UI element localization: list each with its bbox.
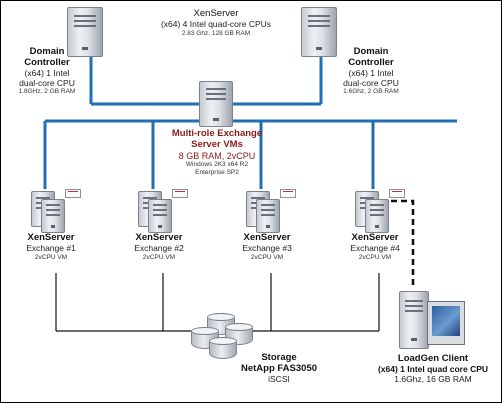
exchange-1-label: XenServer Exchange #1 2vCPU VM xyxy=(11,232,91,261)
exchange-4-label: XenServer Exchange #4 2vCPU VM xyxy=(335,232,415,261)
storage-model: NetApp FAS3050 xyxy=(240,362,318,374)
server-tower-icon xyxy=(199,81,233,127)
exchange-node-2 xyxy=(136,187,198,233)
server-tower-icon xyxy=(41,199,65,233)
exchange-3-label: XenServer Exchange #3 2vCPU VM xyxy=(227,232,307,261)
loadgen-title: LoadGen Client xyxy=(397,353,469,364)
storage-title: Storage xyxy=(261,352,297,363)
xenserver-host-spec-1: (x64) 4 Intel quad-core CPUs xyxy=(160,18,272,29)
loadgen-label: LoadGen Client (x64) 1 Intel quad core C… xyxy=(365,353,501,384)
loadgen-spec-2: 1.6Ghz, 16 GB RAM xyxy=(394,373,472,384)
loadgen-spec-1: (x64) 1 Intel quad core CPU xyxy=(377,363,489,374)
exchange-1-title: XenServer xyxy=(27,232,75,243)
exchange-2-subtitle: Exchange #2 xyxy=(134,242,184,253)
exchange-node-4 xyxy=(353,187,415,233)
server-tower-icon xyxy=(148,199,172,233)
storage-disks-icon xyxy=(189,313,261,365)
mail-icon xyxy=(172,189,188,198)
exchange-1-subtitle: Exchange #1 xyxy=(26,242,76,253)
dc-right-spec-2: dual-core CPU xyxy=(343,77,399,88)
domain-controller-left xyxy=(61,5,113,57)
server-tower-icon xyxy=(67,7,103,57)
monitor-icon xyxy=(427,301,465,345)
exchange-2-label: XenServer Exchange #2 2vCPU VM xyxy=(119,232,199,261)
xenserver-host-title: XenServer xyxy=(193,8,239,19)
exchange-node-3 xyxy=(244,187,306,233)
exchange-center-label: Multi-role Exchange Server VMs 8 GB RAM,… xyxy=(152,128,282,176)
dc-right-spec-1: (x64) 1 Intel xyxy=(348,67,394,78)
workstation-icon xyxy=(397,287,469,353)
exchange-4-title: XenServer xyxy=(351,232,399,243)
dc-left-title-1: Domain xyxy=(29,46,65,57)
exchange-4-spec: 2vCPU VM xyxy=(358,253,392,261)
exchange-1-spec: 2vCPU VM xyxy=(34,253,68,261)
exchange-3-subtitle: Exchange #3 xyxy=(242,242,292,253)
monitor-screen xyxy=(432,306,460,336)
exchange-4-subtitle: Exchange #4 xyxy=(350,242,400,253)
dc-left-spec-2: dual-core CPU xyxy=(19,77,75,88)
exchange-center-title-1: Multi-role Exchange xyxy=(171,128,263,139)
exchange-center-title-2: Server VMs xyxy=(191,138,243,150)
loadgen-link xyxy=(391,199,415,289)
storage-label: Storage NetApp FAS3050 iSCSI xyxy=(229,352,329,385)
mail-icon xyxy=(389,189,405,198)
mail-icon xyxy=(280,189,296,198)
dc-left-spec-3: 1.8GHz, 2 GB RAM xyxy=(18,88,76,96)
domain-controller-right-label: Domain Controller (x64) 1 Intel dual-cor… xyxy=(331,46,411,96)
exchange-center-spec-1: 8 GB RAM, 2vCPU xyxy=(178,150,256,161)
dc-left-spec-1: (x64) 1 Intel xyxy=(24,67,70,78)
domain-controller-right xyxy=(295,5,347,57)
dc-right-title-1: Domain xyxy=(353,46,389,57)
storage-protocol: iSCSI xyxy=(268,373,290,384)
server-tower-icon xyxy=(301,7,337,57)
dc-right-spec-3: 1.6Ghz, 2 GB RAM xyxy=(343,88,399,96)
server-tower-icon xyxy=(365,199,389,233)
exchange-center-spec-3: Enterprise SP2 xyxy=(195,168,239,176)
server-tower-icon xyxy=(256,199,280,233)
exchange-node-1 xyxy=(29,187,91,233)
disk-icon xyxy=(209,337,237,359)
pc-tower-icon xyxy=(399,291,429,349)
mail-icon xyxy=(65,189,81,198)
exchange-center-spec-2: Windows 2K3 x64 R2 xyxy=(185,161,249,169)
domain-controller-left-label: Domain Controller (x64) 1 Intel dual-cor… xyxy=(7,46,87,96)
dc-left-title-2: Controller xyxy=(24,56,70,68)
exchange-3-spec: 2vCPU VM xyxy=(250,253,284,261)
dc-right-title-2: Controller xyxy=(348,56,394,68)
exchange-3-title: XenServer xyxy=(243,232,291,243)
exchange-2-title: XenServer xyxy=(135,232,183,243)
exchange-2-spec: 2vCPU VM xyxy=(142,253,176,261)
exchange-server-center xyxy=(197,81,237,127)
network-bus xyxy=(43,56,457,189)
xenserver-host-label: XenServer (x64) 4 Intel quad-core CPUs 2… xyxy=(136,8,296,37)
xenserver-host-spec-2: 2.83 Ghz, 128 GB RAM xyxy=(181,29,251,37)
